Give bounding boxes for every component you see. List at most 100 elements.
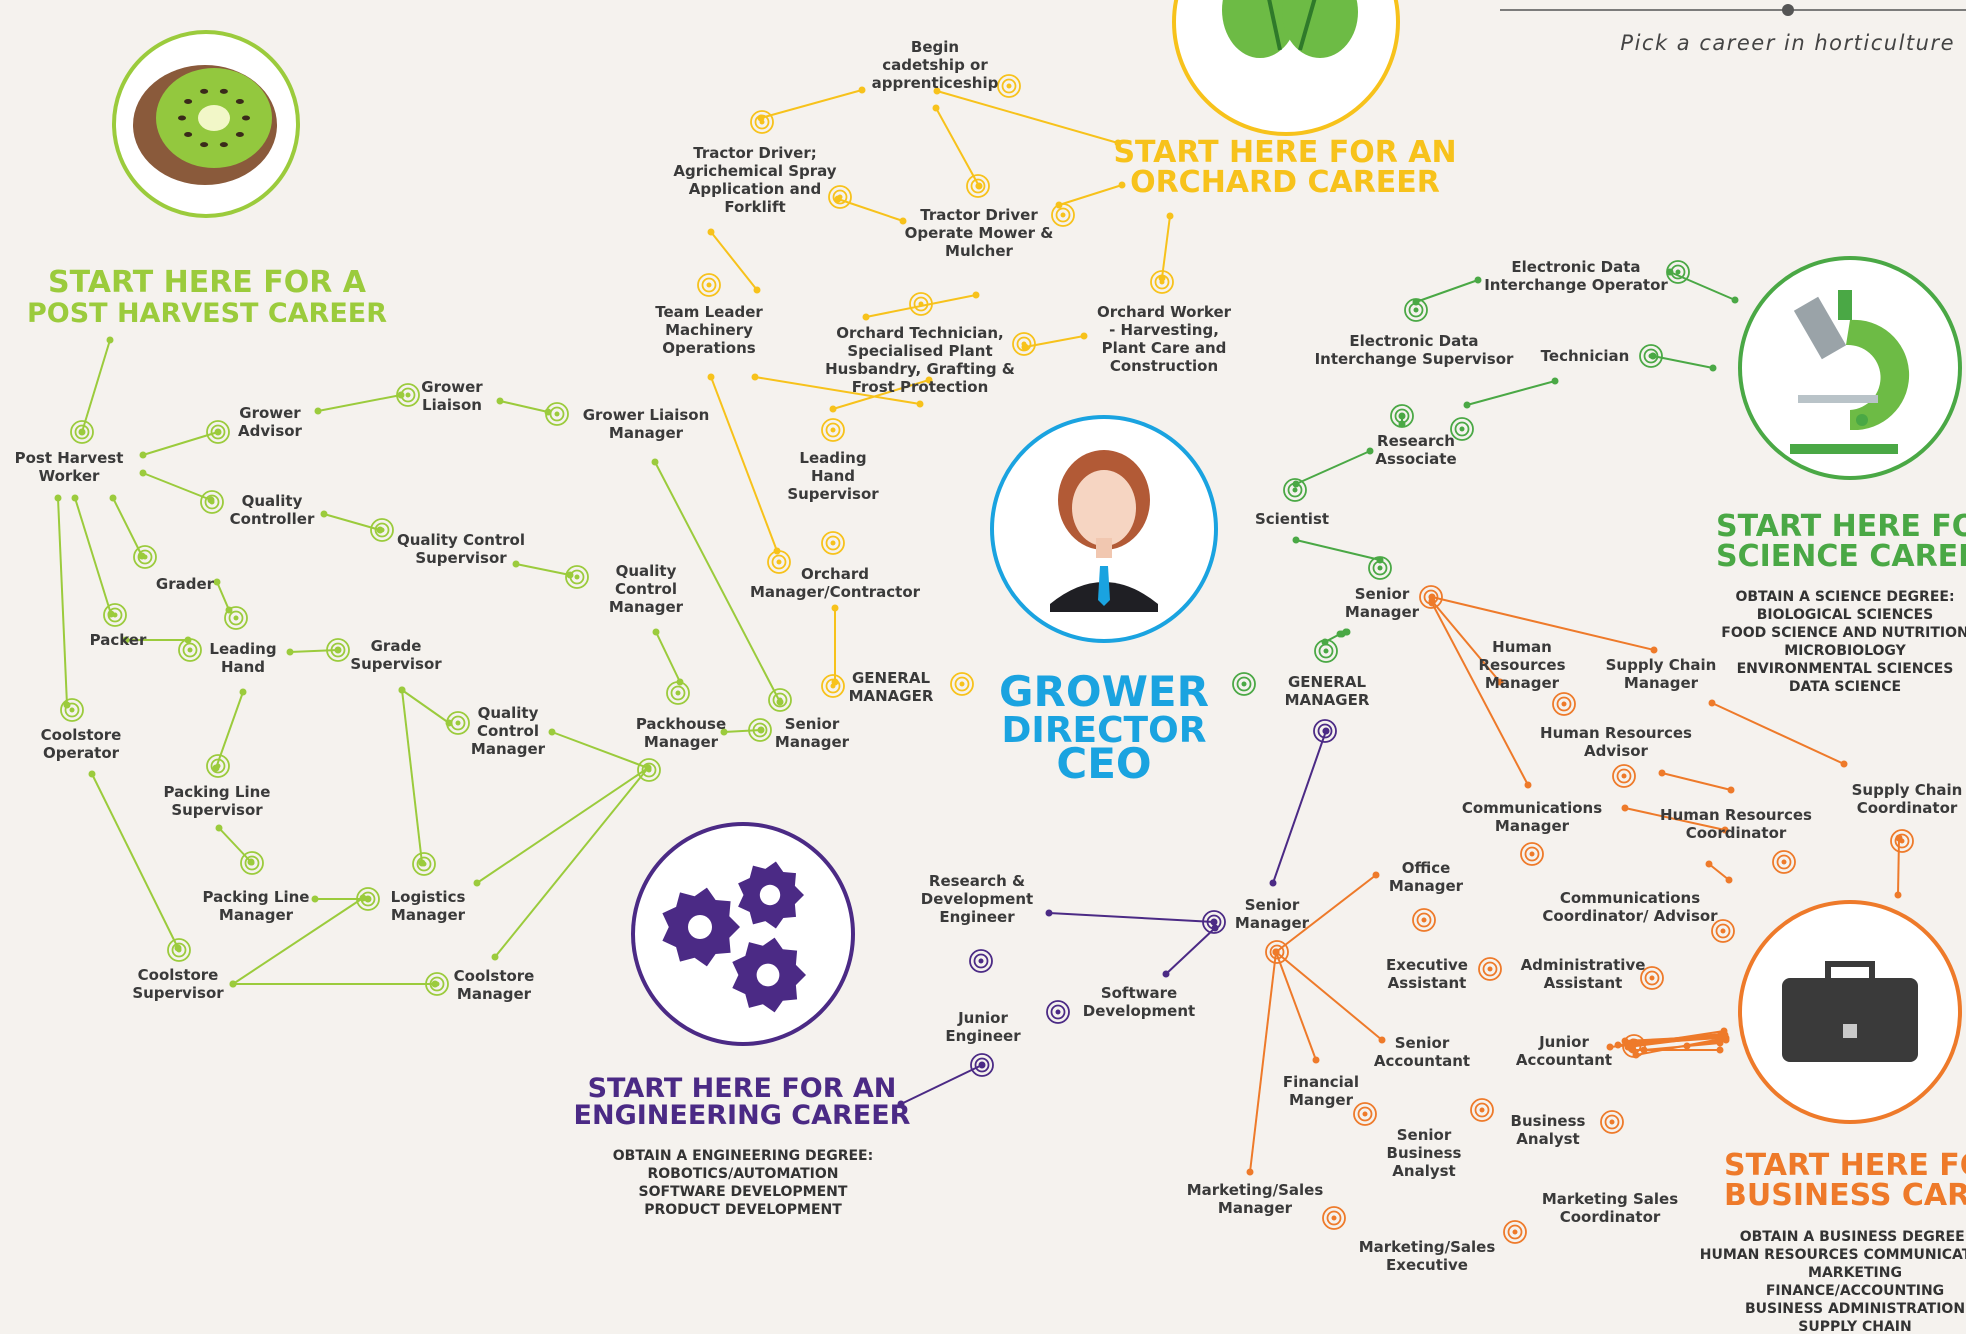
path-dot: [972, 291, 980, 299]
path-line: [1272, 730, 1327, 884]
node-communications-manager-line: Manager: [1495, 817, 1570, 835]
path-dot: [286, 648, 294, 656]
node-supply-chain-manager-line: Supply Chain: [1606, 656, 1717, 674]
node-hr-manager-line: Human: [1492, 638, 1552, 656]
node-post-harvest-worker-line: Post Harvest: [15, 449, 124, 467]
target-marker: [970, 1053, 994, 1077]
path-line: [1295, 539, 1381, 561]
path-dot: [548, 728, 556, 736]
node-leading-hand-supervisor-line: Supervisor: [787, 485, 879, 503]
node-leading-hand-supervisor-line: Leading: [799, 449, 866, 467]
target-marker: [969, 949, 993, 973]
path-dot: [473, 879, 481, 887]
node-hr-manager-line: Manager: [1485, 674, 1560, 692]
node-tractor-driver-mower-line: Operate Mower &: [905, 224, 1054, 242]
target-marker: [224, 606, 248, 630]
path-line: [1431, 596, 1655, 651]
node-administrative-assistant-line: Administrative: [1521, 956, 1646, 974]
path-dot: [1727, 786, 1735, 794]
node-supply-chain-coordinator-line: Coordinator: [1857, 799, 1958, 817]
path-dot: [1716, 1046, 1724, 1054]
node-grower-liaison-manager-line: Grower Liaison: [583, 406, 710, 424]
target-marker: [60, 698, 84, 722]
path-dot: [933, 87, 941, 95]
node-engineering-senior-manager-line: Senior: [1245, 896, 1300, 914]
node-financial-manager-line: Manger: [1289, 1091, 1354, 1109]
path-line: [112, 497, 143, 557]
path-dot: [139, 469, 147, 477]
target-marker: [1314, 639, 1338, 663]
node-packing-line-supervisor-line: Supervisor: [171, 801, 263, 819]
path-dot: [831, 604, 839, 612]
node-grower-liaison-line: Liaison: [422, 396, 482, 414]
target-marker: [1419, 585, 1443, 609]
node-edi-operator-line: Electronic Data: [1511, 258, 1640, 276]
target-marker: [1520, 842, 1544, 866]
target-marker: [1666, 260, 1690, 284]
target-marker: [1639, 344, 1663, 368]
path-dot: [1080, 332, 1088, 340]
path-dot: [1709, 364, 1717, 372]
path-dot: [54, 494, 62, 502]
science-degree-text-line: ENVIRONMENTAL SCIENCES: [1737, 661, 1954, 677]
node-senior-business-analyst-line: Senior: [1397, 1126, 1452, 1144]
node-software-development-line: Software: [1101, 984, 1177, 1002]
path-dot: [829, 405, 837, 413]
node-engineering-senior-manager-line: Manager: [1235, 914, 1310, 932]
science-title-2: SCIENCE CAREER: [1716, 539, 1966, 574]
path-dot: [707, 228, 715, 236]
node-quality-control-manager-line: Control: [477, 722, 539, 740]
path-dot: [215, 824, 223, 832]
node-marketing-sales-executive-line: Marketing/Sales: [1359, 1238, 1496, 1256]
path-dot: [1312, 1056, 1320, 1064]
node-ph-senior-manager-line: Senior: [785, 715, 840, 733]
target-marker: [326, 638, 350, 662]
target-marker: [370, 518, 394, 542]
target-marker: [1202, 910, 1226, 934]
path-line: [1431, 600, 1501, 683]
path-dot: [1840, 760, 1848, 768]
node-communications-coordinator-line: Communications: [1560, 889, 1700, 907]
career-icons: [112, 0, 1962, 1124]
node-quality-control-manager-2-line: Quality: [616, 562, 677, 580]
path-line: [723, 729, 762, 733]
path-line: [1629, 1035, 1725, 1046]
target-marker: [70, 420, 94, 444]
path-line: [317, 394, 402, 412]
center-title-grower: GROWER: [999, 667, 1209, 716]
science-degree-text-line: MICROBIOLOGY: [1784, 643, 1906, 659]
path-line: [710, 376, 778, 552]
node-marketing-sales-executive-line: Executive: [1386, 1256, 1468, 1274]
node-tractor-driver-spray-line: Application and: [689, 180, 821, 198]
target-marker: [1640, 966, 1664, 990]
node-grower-liaison-line: Grower: [421, 378, 483, 396]
node-orchard-general-manager-line: GENERAL: [852, 669, 931, 687]
node-orchard-general-manager-line: MANAGER: [849, 687, 934, 705]
science-title-1: START HERE FOR A: [1716, 509, 1966, 544]
path-dot: [1524, 781, 1532, 789]
path-dot: [311, 895, 319, 903]
leaf-icon: [1172, 0, 1400, 136]
path-line: [1635, 1037, 1727, 1056]
target-marker: [1600, 1110, 1624, 1134]
target-marker: [750, 110, 774, 134]
path-dot: [651, 458, 659, 466]
node-quality-control-manager-2-line: Manager: [609, 598, 684, 616]
node-team-leader-line: Machinery: [665, 321, 753, 339]
path-dot: [88, 770, 96, 778]
target-marker: [821, 531, 845, 555]
target-marker: [133, 545, 157, 569]
path-dot: [1496, 678, 1504, 686]
node-technician: Technician: [1541, 347, 1630, 365]
